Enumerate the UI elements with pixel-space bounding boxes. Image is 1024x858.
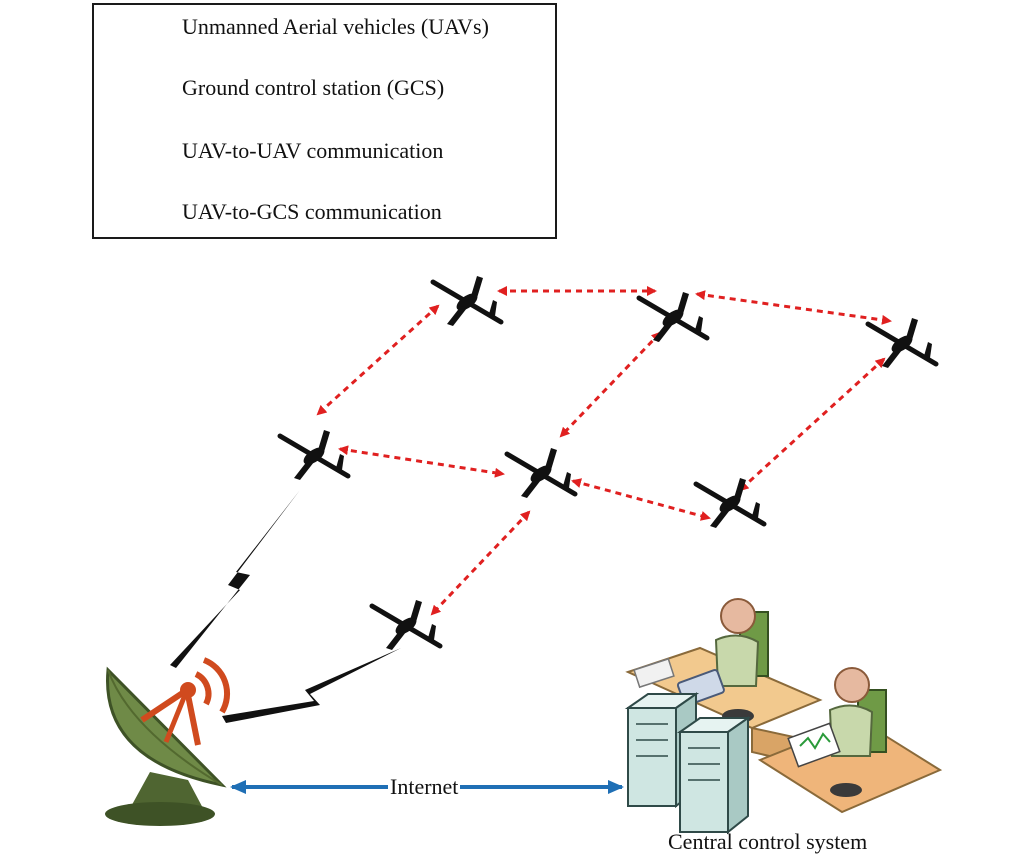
central-control-system-icon [624,598,943,835]
uav-to-gcs-link-2 [222,648,401,723]
link-uav3-uav1 [316,304,440,416]
link-uav7-uav5 [738,357,886,492]
link-uav6-uav7 [695,290,892,325]
ground-control-station-icon [105,657,231,826]
uav-to-uav-links [316,286,892,616]
uav-4-icon [507,448,575,498]
uav-7-icon [868,318,936,368]
uav-3-icon [433,276,501,326]
uav-1-icon [280,430,348,480]
link-uav4-uav2 [430,510,531,616]
link-uav1-uav4 [338,445,505,478]
uav-5-icon [696,478,764,528]
legend [92,3,557,239]
uav-to-gcs-link-1 [170,490,300,668]
legend-label-gcs: Ground control station (GCS) [182,75,445,100]
link-uav6-uav4 [559,331,662,438]
internet-label: Internet [388,774,461,800]
uav-6-icon [639,292,707,342]
central-control-system-label: Central control system [668,829,868,854]
link-uav4-uav5 [571,478,711,521]
legend-label-uav: Unmanned Aerial vehicles (UAVs) [182,14,489,39]
uav-2-icon [372,600,440,650]
legend-label-uav-to-uav: UAV-to-UAV communication [182,138,444,163]
legend-label-uav-to-gcs: UAV-to-GCS communication [182,199,442,224]
